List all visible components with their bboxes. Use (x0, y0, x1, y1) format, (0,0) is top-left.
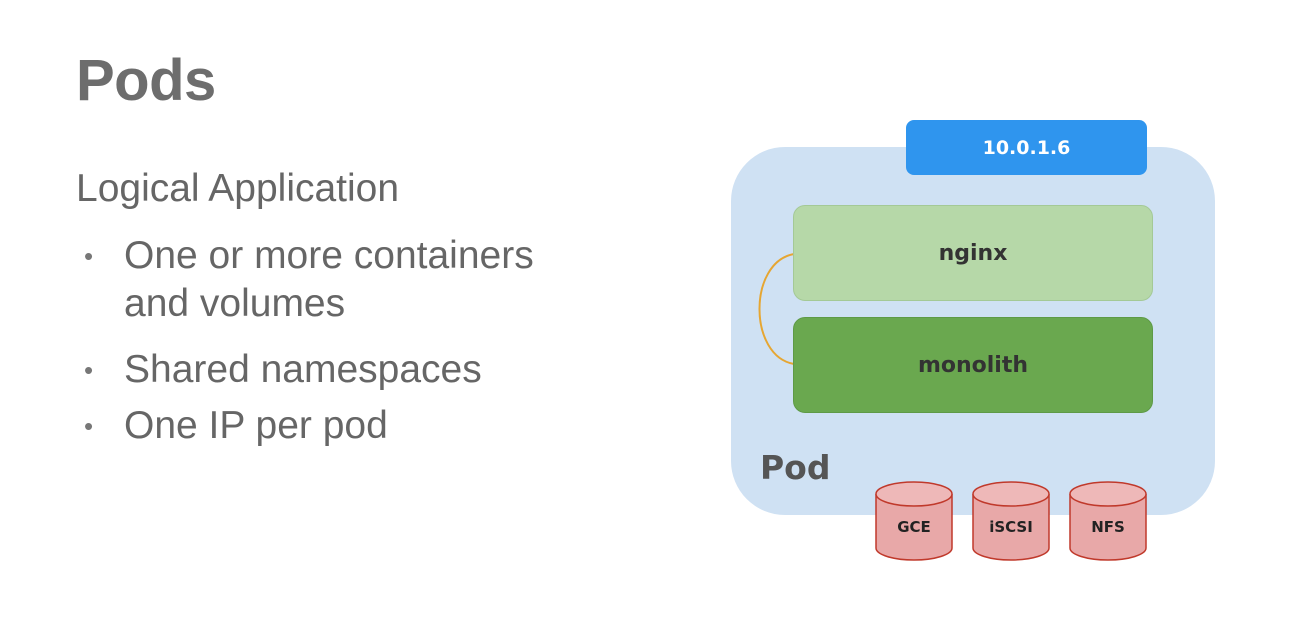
volume-nfs: NFS (1068, 480, 1148, 562)
bullet-item: One IP per pod (84, 402, 644, 450)
volume-label: iSCSI (989, 518, 1033, 536)
volume-label: NFS (1091, 518, 1125, 536)
slide-title: Pods (76, 48, 216, 113)
pod-ip-address: 10.0.1.6 (906, 120, 1147, 175)
bullet-item: Shared namespaces (84, 346, 644, 394)
pod-label: Pod (760, 448, 831, 487)
nginx-container: nginx (793, 205, 1153, 301)
volume-iscsi: iSCSI (971, 480, 1051, 562)
bullet-list: One or more containers and volumes Share… (84, 232, 644, 468)
cylinder-icon (972, 481, 1050, 561)
monolith-container: monolith (793, 317, 1153, 413)
cylinder-icon (1069, 481, 1147, 561)
cylinder-icon (875, 481, 953, 561)
volume-label: GCE (897, 518, 931, 536)
volume-gce: GCE (874, 480, 954, 562)
bullet-item: One or more containers and volumes (84, 232, 604, 328)
slide-subtitle: Logical Application (76, 167, 400, 210)
